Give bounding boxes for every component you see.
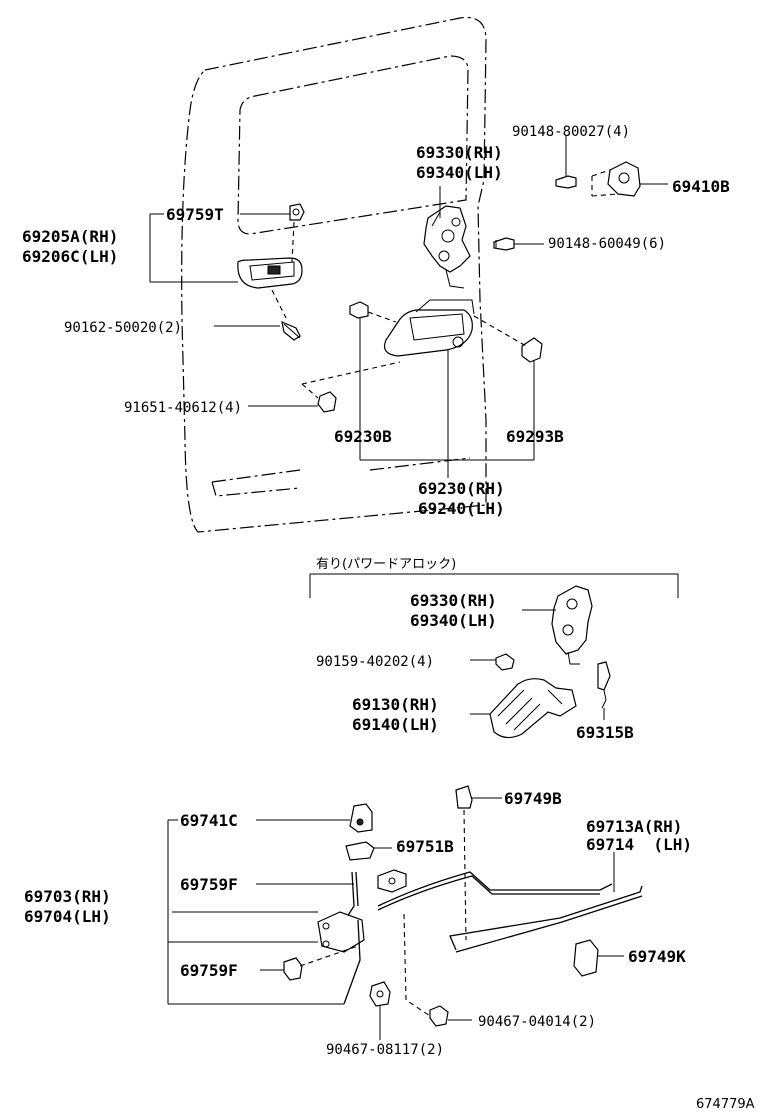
label-69230b: 69230B [334, 427, 392, 446]
lock-switch-69315b-part [597, 661, 611, 720]
bolt-90148-60049-part [493, 237, 515, 251]
label-69704-lh: 69704(LH) [24, 907, 111, 926]
lock-motor-69130-part [470, 678, 577, 739]
clip-69759t-part [289, 203, 305, 263]
label-69703-rh: 69703(RH) [24, 887, 111, 906]
rod-clip-69749k-part [573, 939, 624, 977]
cover-69741c-part [256, 803, 373, 833]
door-lock-part-power [522, 585, 593, 665]
rod-clip-69293b-part [473, 315, 543, 363]
rod-clip-69749b-part [455, 785, 502, 941]
screw-90162-part [271, 289, 301, 341]
label-69749b: 69749B [504, 789, 562, 808]
label-91651-40612: 91651-40612(4) [124, 400, 242, 416]
label-69759t: 69759T [166, 205, 224, 224]
door-outline [181, 16, 487, 533]
label-69751b: 69751B [396, 837, 454, 856]
label-69330-rh-top: 69330(RH) [416, 143, 503, 162]
remote-control-base-part [172, 911, 365, 1005]
label-69340-lh-top: 69340(LH) [416, 163, 503, 182]
leaders-top [149, 136, 668, 478]
label-69206c-lh: 69206C(LH) [22, 247, 118, 266]
section-title-power-lock: 有り(パワードアロック) [316, 557, 456, 572]
screw-90467-04014-part [403, 913, 472, 1027]
label-69230-rh: 69230(RH) [418, 479, 505, 498]
door-lock-part-top [423, 205, 471, 289]
label-69130-rh: 69130(RH) [352, 695, 439, 714]
inside-handle-rod-69713a-part [377, 852, 643, 953]
label-69713a-rh: 69713A(RH) [586, 817, 682, 836]
label-90467-04014: 90467-04014(2) [478, 1014, 596, 1030]
outside-handle-part [383, 299, 475, 357]
rod-clip-69759f-a-part [377, 869, 407, 893]
label-69749k: 69749K [628, 947, 686, 966]
handle-bolt-69230b-part [349, 301, 397, 323]
label-69205a-rh: 69205A(RH) [22, 227, 118, 246]
label-90159-40202: 90159-40202(4) [316, 654, 434, 670]
rod-clip-69759f-b-part [260, 945, 359, 981]
label-90148-80027: 90148-80027(4) [512, 124, 630, 140]
screw-90467-08117-part [369, 981, 391, 1040]
label-69759f-a: 69759F [180, 875, 238, 894]
power-lock-bracket [309, 573, 679, 598]
label-69741c: 69741C [180, 811, 238, 830]
diagram-reference-number: 674779A [696, 1097, 755, 1112]
bushing-69751b-part [345, 841, 392, 861]
label-69340-lh-power: 69340(LH) [410, 611, 497, 630]
label-69315b: 69315B [576, 723, 634, 742]
screw-90159-part [470, 653, 515, 671]
label-90148-60049: 90148-60049(6) [548, 236, 666, 252]
label-69293b: 69293B [506, 427, 564, 446]
screw-91651-part [301, 361, 401, 413]
inside-handle-part [237, 257, 303, 289]
label-69330-rh-power: 69330(RH) [410, 591, 497, 610]
label-69759f-b: 69759F [180, 961, 238, 980]
label-69140-lh: 69140(LH) [352, 715, 439, 734]
leaders-lower [167, 819, 344, 1005]
label-69240-lh: 69240(LH) [418, 499, 505, 518]
label-69714-lh: 69714 (LH) [586, 835, 692, 854]
label-90162-50020: 90162-50020(2) [64, 320, 182, 336]
label-90467-08117: 90467-08117(2) [326, 1042, 444, 1058]
label-69410b: 69410B [672, 177, 730, 196]
striker-69410b-part [555, 161, 641, 197]
